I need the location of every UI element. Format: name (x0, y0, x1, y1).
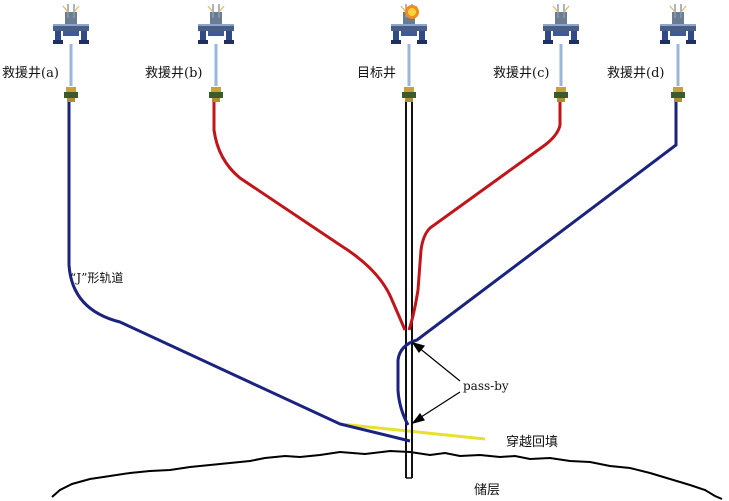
wellhead-icon (402, 87, 416, 102)
offshore-platform-icon (197, 3, 235, 45)
label-well-a: 救援井(a) (2, 65, 59, 81)
well-d-track (396, 100, 678, 426)
target-well-bore (405, 100, 413, 479)
label-pass-by: pass-by (463, 379, 509, 393)
wellhead-a (64, 87, 78, 102)
well-a-track (67, 100, 411, 443)
well-b-track (212, 100, 407, 331)
wellhead-b (209, 87, 223, 102)
wellhead-icon (64, 87, 78, 102)
reservoir-boundary (51, 449, 723, 500)
offshore-platform-icon (659, 3, 697, 45)
label-j-track: “J”形轨道 (70, 271, 123, 285)
wellhead-c (554, 87, 568, 102)
rig-target (390, 3, 428, 45)
wellhead-target (402, 87, 416, 102)
rig-d (659, 3, 697, 45)
label-cross-fill: 穿越回填 (506, 434, 558, 450)
label-well-c: 救援井(c) (493, 65, 549, 81)
well-c-track (407, 100, 562, 331)
label-target-well: 目标井 (357, 66, 396, 81)
wellhead-icon (554, 87, 568, 102)
label-reservoir: 储层 (474, 483, 500, 498)
label-well-b: 救援井(b) (145, 65, 202, 81)
offshore-platform-icon (52, 3, 90, 45)
wellhead-d (671, 87, 685, 102)
offshore-platform-icon (542, 3, 580, 45)
rig-c (542, 3, 580, 45)
risers (69, 44, 680, 86)
rig-a (52, 3, 90, 45)
label-well-d: 救援井(d) (607, 65, 664, 81)
pass-by-arrows (411, 341, 461, 425)
wellhead-icon (209, 87, 223, 102)
rig-b (197, 3, 235, 45)
wellhead-icon (671, 87, 685, 102)
